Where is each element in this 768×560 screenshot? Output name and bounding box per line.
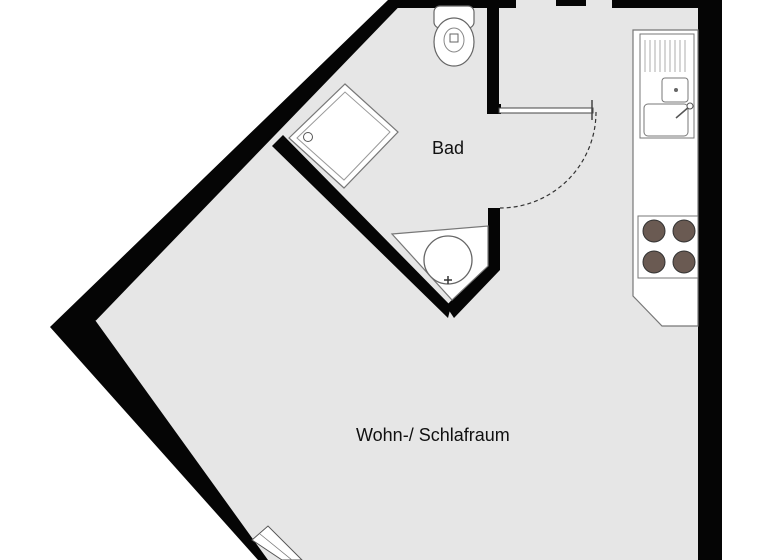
interior-floor bbox=[95, 0, 698, 560]
bathroom-wall-diagonal-right bbox=[446, 262, 500, 318]
window-icon bbox=[251, 525, 303, 560]
bathroom-door-stub bbox=[487, 104, 501, 114]
top-wall-right bbox=[612, 0, 722, 8]
top-entry-post bbox=[556, 0, 586, 6]
toilet-icon bbox=[433, 5, 475, 67]
bathroom-wall-lower bbox=[488, 208, 500, 270]
bathroom-label: Bad bbox=[432, 138, 464, 158]
top-wall-left bbox=[388, 0, 516, 8]
bathroom-wall-diagonal-left bbox=[272, 135, 451, 318]
shower-tray-icon bbox=[288, 83, 399, 189]
door-leaf bbox=[498, 107, 594, 114]
bathroom-wall-vertical bbox=[487, 0, 499, 112]
left-wall-inner-edge bbox=[94, 0, 405, 321]
corner-sink-icon bbox=[390, 225, 489, 301]
living-room-label: Wohn-/ Schlafraum bbox=[356, 425, 510, 445]
stove-burners-icon bbox=[637, 215, 699, 279]
kitchen-sink-icon bbox=[639, 33, 695, 139]
